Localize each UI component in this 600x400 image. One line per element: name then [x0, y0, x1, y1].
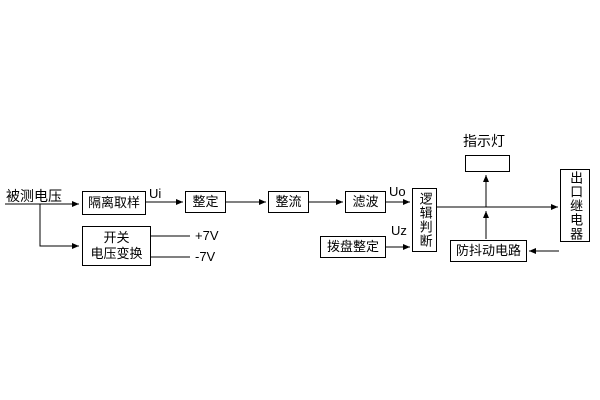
isolation-sampling-block: 隔离取样 — [82, 191, 146, 215]
input-voltage-label: 被测电压 — [6, 188, 62, 204]
output-relay-block: 出口继电器 — [560, 169, 590, 242]
filter-block: 滤波 — [345, 191, 386, 213]
switch-voltage-converter-block: 开关 电压变换 — [82, 226, 151, 266]
indicator-lamp-box — [465, 155, 510, 172]
indicator-lamp-label: 指示灯 — [463, 133, 505, 149]
signal-uz-label: Uz — [391, 223, 407, 238]
dial-setting-block: 拨盘整定 — [320, 236, 386, 258]
anti-jitter-circuit-block: 防抖动电路 — [450, 240, 527, 262]
minus-7v-label: -7V — [195, 249, 216, 264]
switch-voltage-line1: 开关 — [103, 229, 130, 245]
switch-voltage-line2: 电压变换 — [90, 246, 143, 261]
rectifier-block: 整流 — [268, 191, 309, 213]
logic-judgment-block: 逻辑判断 — [412, 188, 437, 252]
signal-ui-label: Ui — [149, 186, 162, 201]
signal-uo-label: Uo — [389, 184, 406, 199]
plus-7v-label: +7V — [195, 228, 219, 243]
setting-block: 整定 — [185, 191, 226, 213]
